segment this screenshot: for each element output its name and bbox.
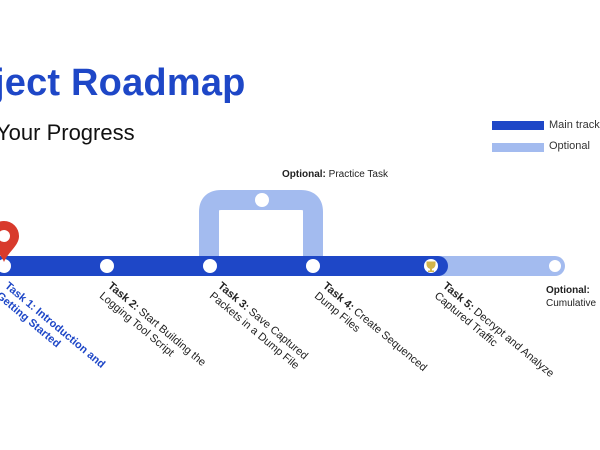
- stop-cumulative[interactable]: [547, 258, 563, 274]
- stop-task-4[interactable]: [306, 259, 320, 273]
- page-title: ject Roadmap: [0, 62, 246, 104]
- stop-task-2[interactable]: [100, 259, 114, 273]
- trophy-icon: [426, 261, 436, 272]
- stop-task-1[interactable]: [0, 259, 11, 273]
- optional-end-label: Optional: Cumulative: [546, 284, 596, 310]
- location-pin-icon: [0, 221, 19, 262]
- legend-swatch-main: [492, 121, 544, 130]
- legend-label-optional: Optional: [549, 140, 590, 152]
- optional-branch-prefix: Optional:: [282, 169, 326, 180]
- legend-label-main: Main track: [549, 119, 600, 131]
- optional-branch-label: Optional: Practice Task: [282, 169, 388, 180]
- legend-swatch-optional: [492, 143, 544, 152]
- page-subtitle: Your Progress: [0, 120, 135, 145]
- stop-task-3[interactable]: [203, 259, 217, 273]
- stop-practice[interactable]: [255, 193, 269, 207]
- optional-end-prefix: Optional:: [546, 285, 590, 296]
- optional-branch-text: Practice Task: [328, 169, 388, 180]
- optional-end-text: Cumulative: [546, 298, 597, 309]
